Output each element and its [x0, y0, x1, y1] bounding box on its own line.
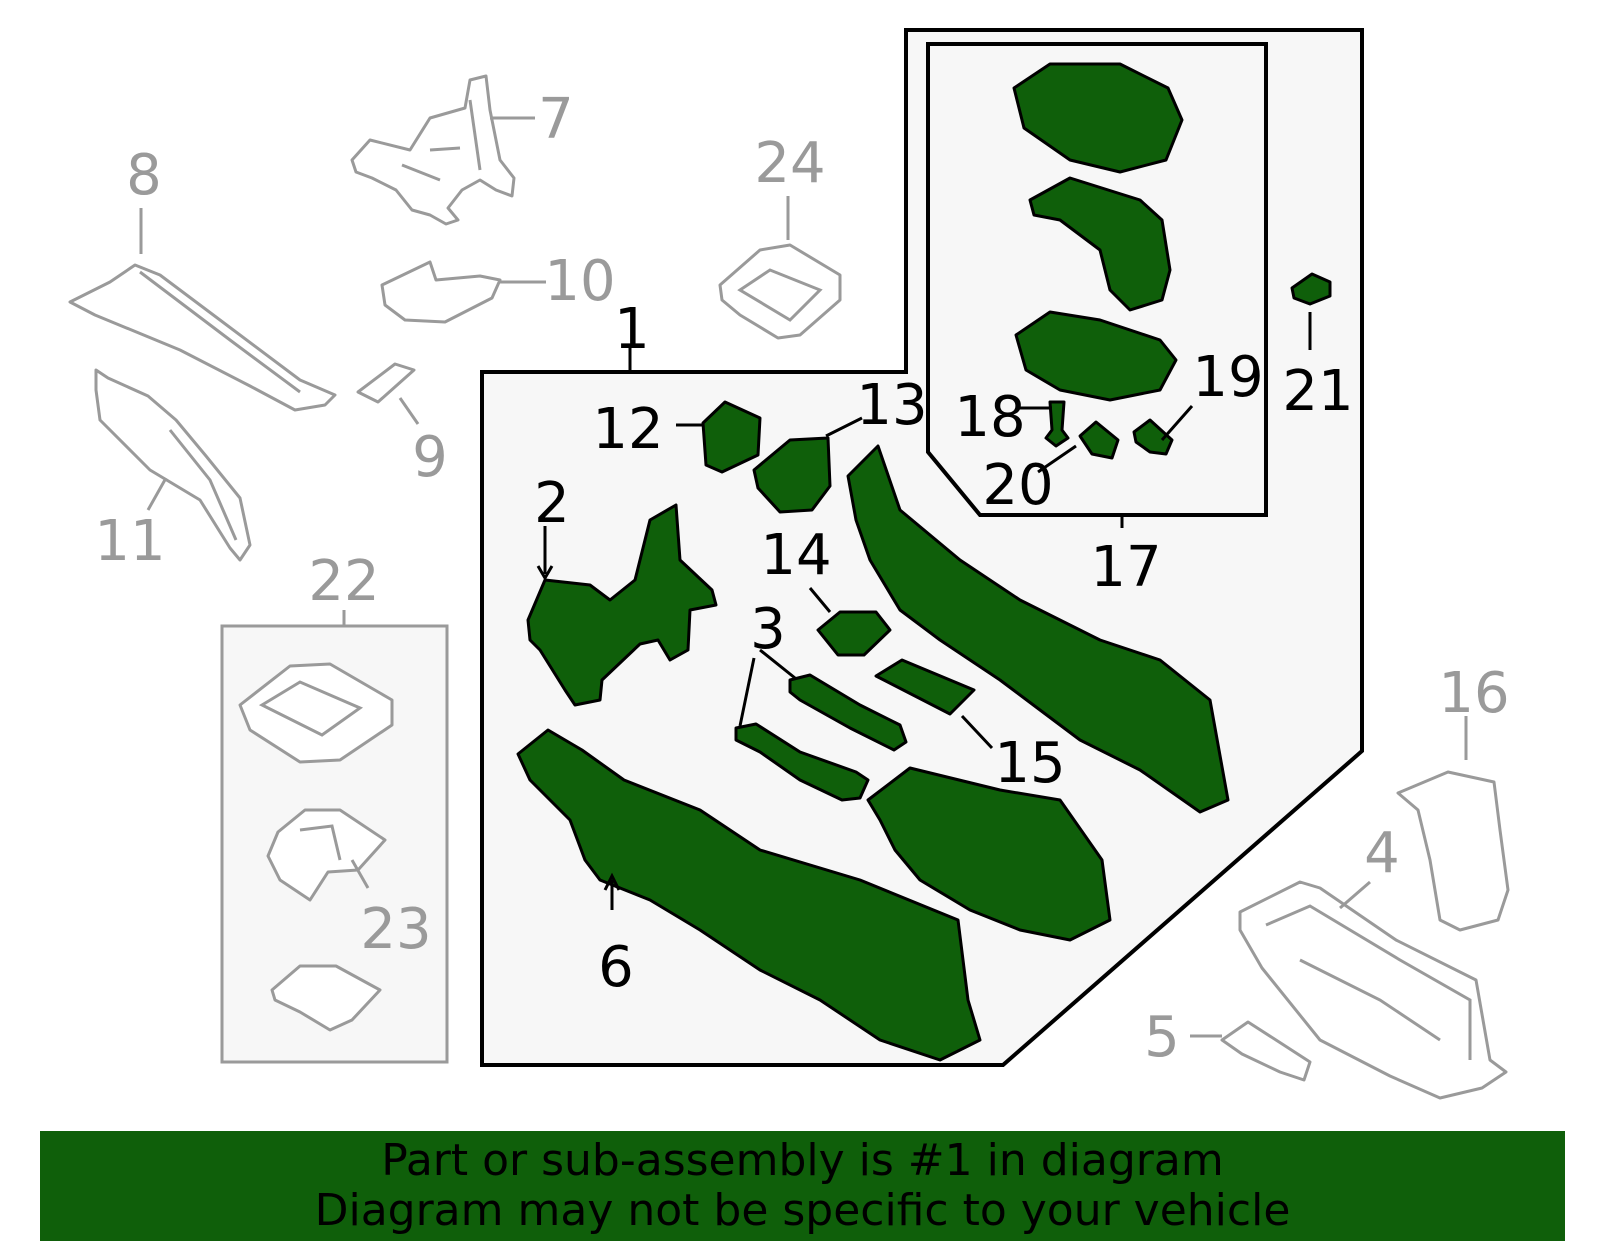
part-16-lid: [1396, 770, 1510, 932]
callout-9: 9: [412, 425, 448, 490]
part-17-armrest-cushion: [1012, 62, 1184, 174]
callout-18: 18: [954, 385, 1025, 450]
part-10-bracket: [380, 260, 502, 324]
callout-23: 23: [360, 897, 431, 962]
part-6-side-panel: [516, 728, 982, 1062]
banner-line-1: Part or sub-assembly is #1 in diagram: [381, 1135, 1224, 1186]
part-3-lower-rail: [734, 722, 870, 802]
callout-14: 14: [760, 523, 831, 588]
part-18-screw: [1044, 400, 1070, 448]
callout-7: 7: [538, 87, 574, 152]
callout-12: 12: [592, 397, 663, 462]
part-7-bracket: [350, 74, 516, 226]
part-storage-bin: [866, 766, 1112, 942]
part-3-upper-rail: [788, 673, 908, 752]
callout-21: 21: [1282, 359, 1353, 424]
callout-17: 17: [1090, 535, 1161, 600]
part-20-clip: [1078, 420, 1120, 460]
part-5-bracket: [1220, 1020, 1312, 1082]
part-17-lid-base: [1014, 310, 1178, 402]
part-4-bracket-frame: [1238, 880, 1508, 1100]
part-11-trim-panel: [94, 368, 252, 562]
part-19-clip: [1132, 418, 1174, 456]
part-22-shift-bezel: [238, 662, 394, 764]
callout-13: 13: [856, 373, 927, 438]
part-side-panel-right: [846, 444, 1230, 814]
part-23-shift-boot: [266, 808, 387, 902]
leader-lines: [139, 116, 1468, 1038]
callout-10: 10: [544, 249, 615, 314]
part-15-pad: [874, 658, 976, 716]
callout-15: 15: [994, 731, 1065, 796]
callout-2: 2: [534, 471, 570, 536]
banner-line-2: Diagram may not be specific to your vehi…: [314, 1185, 1291, 1236]
part-22-lower-bezel: [270, 964, 382, 1032]
callout-8: 8: [126, 143, 162, 208]
callout-22: 22: [308, 549, 379, 614]
part-14-pad: [816, 610, 892, 657]
part-21-clip: [1290, 272, 1332, 306]
callout-11: 11: [94, 509, 165, 574]
part-24-shift-bezel: [718, 243, 842, 340]
part-8-trim-panel: [68, 263, 337, 412]
callout-19: 19: [1192, 345, 1263, 410]
part-2-bracket: [526, 503, 718, 707]
callout-labels: 1 2 3 4 5 6 7 8 9 10 11 12 13 14 15 16 1…: [94, 87, 1509, 1070]
callout-3: 3: [750, 597, 786, 662]
callout-1: 1: [614, 297, 650, 362]
part-9-clip: [356, 362, 416, 404]
callout-24: 24: [754, 131, 825, 196]
callout-4: 4: [1364, 821, 1400, 886]
callout-16: 16: [1438, 661, 1509, 726]
info-banner: Part or sub-assembly is #1 in diagram Di…: [40, 1131, 1565, 1241]
part-13-bracket: [752, 436, 832, 514]
part-17-hinge-bracket: [1028, 176, 1172, 312]
callout-20: 20: [982, 453, 1053, 518]
callout-5: 5: [1144, 1005, 1180, 1070]
part-12-clip: [701, 400, 762, 474]
callout-6: 6: [598, 935, 634, 1000]
